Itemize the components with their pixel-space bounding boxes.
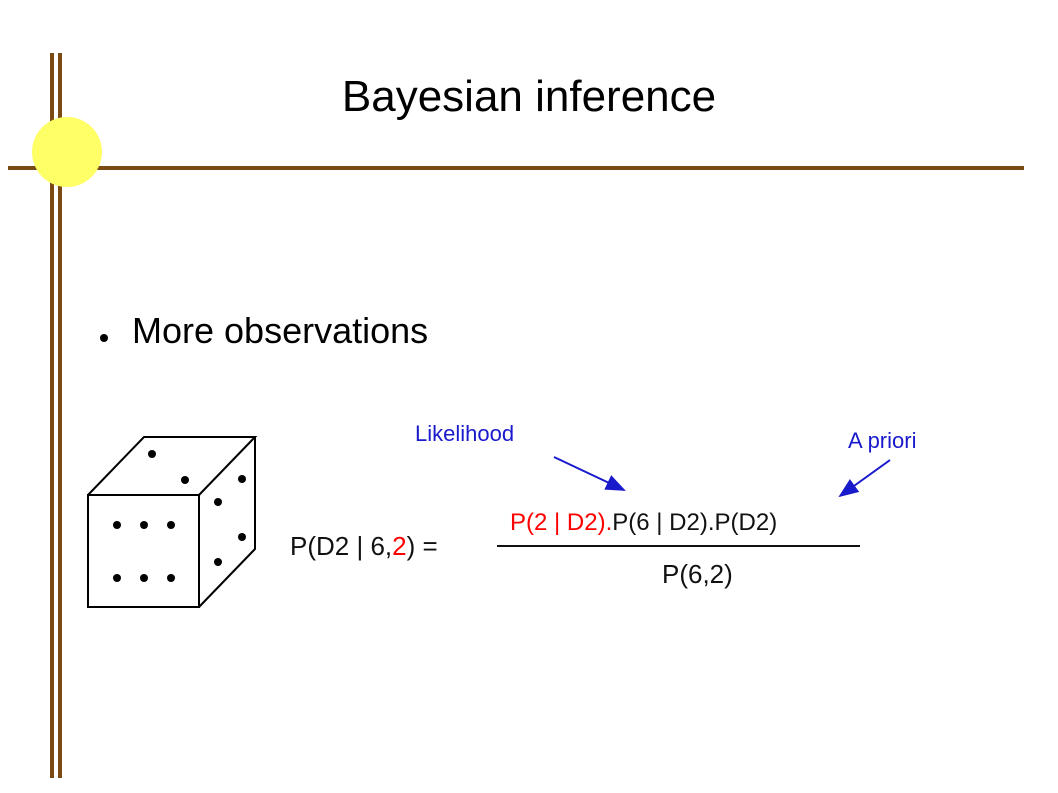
numerator-likelihood-term: P(2 | D2).: [510, 509, 613, 536]
equation-numerator: P(2 | D2).P(6 | D2).P(D2): [510, 509, 777, 537]
prior-arrow: [838, 459, 891, 498]
equation-lhs-highlight: 2: [392, 531, 407, 561]
frame-vertical-line-right: [58, 53, 62, 778]
die-pip: [140, 521, 148, 529]
die-pip: [181, 476, 189, 484]
bullet-icon: [100, 334, 108, 342]
bullet-text: More observations: [132, 310, 429, 351]
likelihood-arrow: [553, 456, 626, 491]
numerator-rest: P(6 | D2).P(D2): [612, 509, 778, 536]
die-top-face: [87, 436, 258, 496]
die-pip: [148, 450, 156, 458]
die-pip: [167, 574, 175, 582]
die-pip: [113, 574, 121, 582]
die-pip: [214, 558, 222, 566]
die-pip: [238, 475, 246, 483]
die-side-face: [198, 437, 256, 608]
fraction-bar: [497, 545, 860, 547]
die-pip: [113, 521, 121, 529]
frame-vertical-line-left: [50, 53, 54, 778]
equation-denominator: P(6,2): [662, 559, 733, 589]
die-pip: [167, 521, 175, 529]
yellow-circle-decoration: [32, 117, 102, 187]
die-front-face: [87, 494, 200, 608]
prior-label: A priori: [848, 428, 917, 453]
equation-lhs: P(D2 | 6,2) =: [290, 531, 438, 562]
likelihood-label: Likelihood: [415, 421, 515, 446]
equation-lhs-suffix: ) =: [406, 531, 438, 561]
frame-horizontal-line: [8, 166, 1024, 170]
die-pip: [238, 533, 246, 541]
die-pip: [140, 574, 148, 582]
equation-lhs-prefix: P(D2 | 6,: [290, 531, 393, 561]
slide-title: Bayesian inference: [341, 72, 717, 121]
die-pip: [214, 498, 222, 506]
